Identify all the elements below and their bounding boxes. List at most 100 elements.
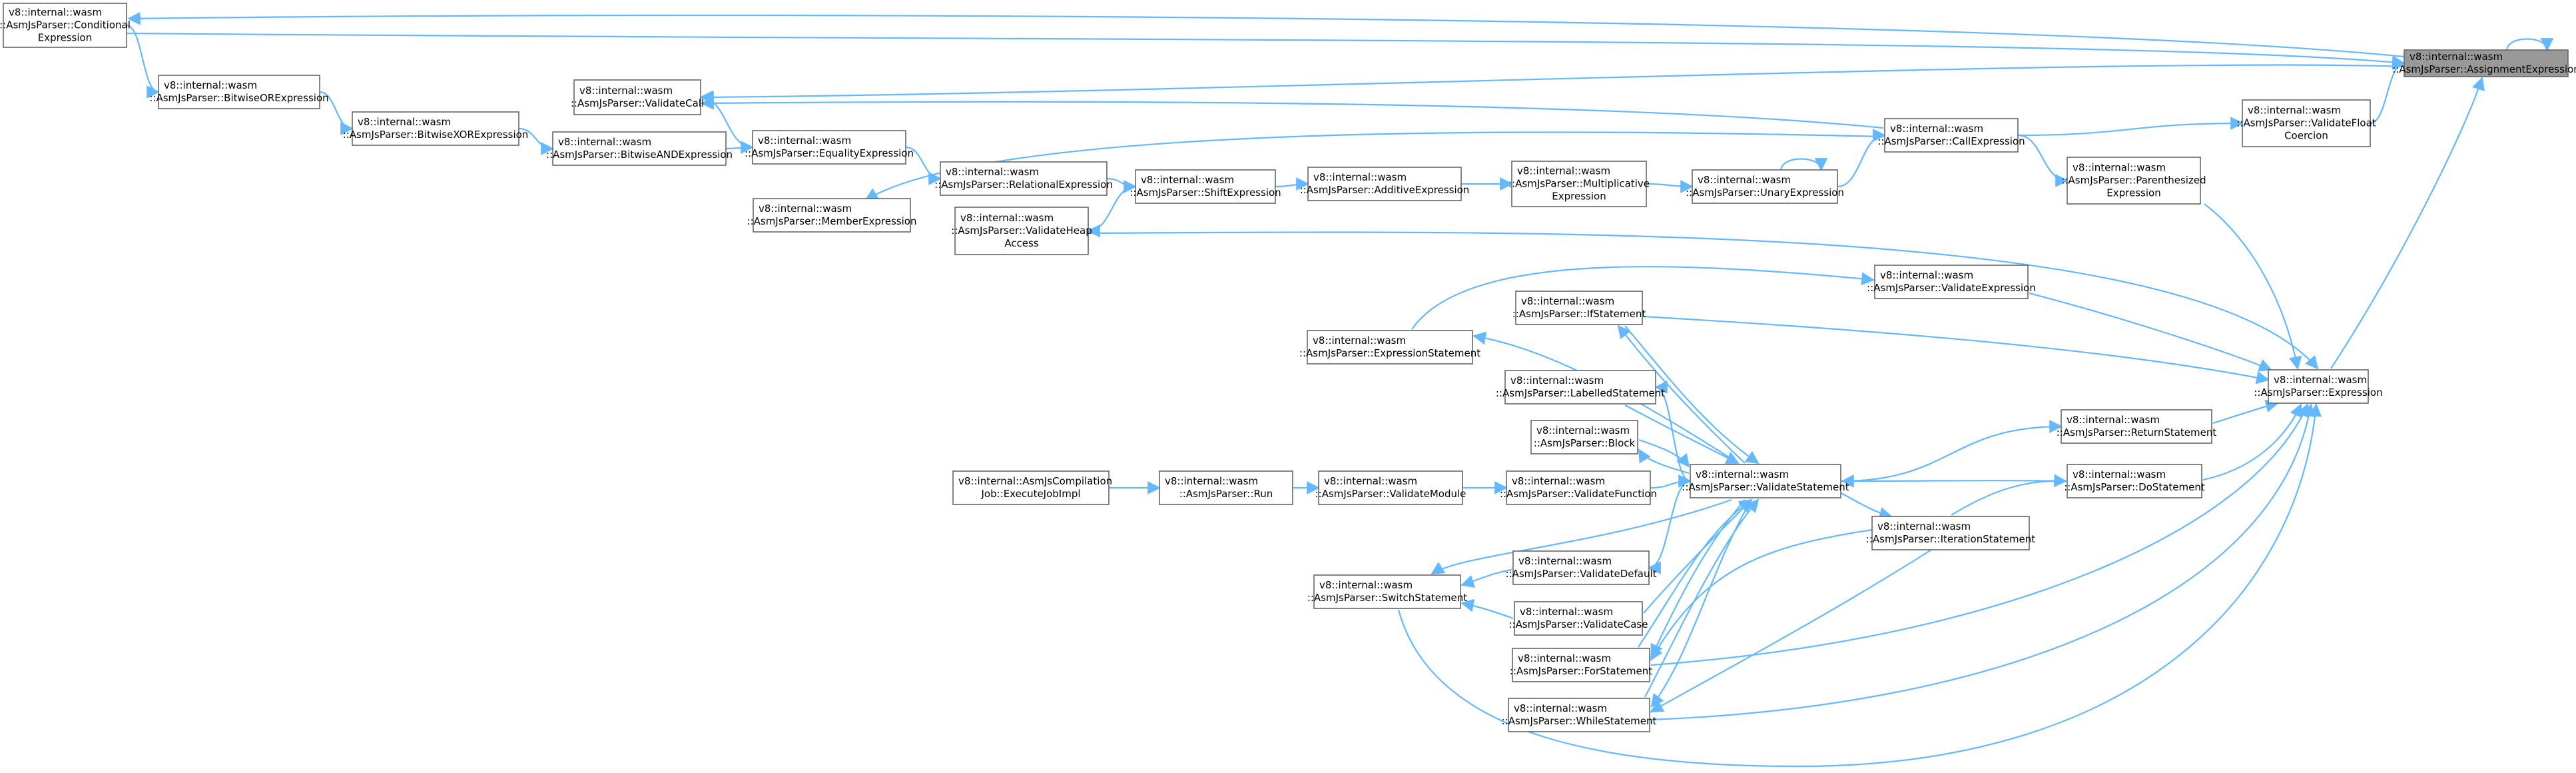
node-label-line: ::AsmJsParser::BitwiseANDExpression [546, 149, 733, 161]
graph-node-n2[interactable]: v8::internal::wasm::AsmJsParser::Bitwise… [149, 75, 329, 109]
node-box [1159, 470, 1293, 505]
node-label-line: v8::internal::wasm [1877, 520, 1971, 532]
edge-n30-to-n35 [1650, 549, 1932, 712]
graph-node-n1[interactable]: v8::internal::wasm::AsmJsParser::Conditi… [0, 3, 131, 48]
edge-n3-to-n4 [518, 127, 554, 155]
node-box [1514, 601, 1643, 636]
graph-node-n29[interactable]: v8::internal::wasm::AsmJsParser::DoState… [2064, 464, 2205, 498]
graph-node-n35[interactable]: v8::internal::wasm::AsmJsParser::WhileSt… [1502, 698, 1657, 732]
graph-node-n33[interactable]: v8::internal::wasm::AsmJsParser::Validat… [1509, 601, 1648, 636]
edge-n34-to-n21 [1650, 403, 2309, 666]
graph-node-n14[interactable]: v8::internal::wasm::AsmJsParser::CallExp… [1877, 118, 2025, 153]
node-box [1692, 169, 1838, 204]
graph-node-n18[interactable]: v8::internal::wasm::AsmJsParser::IfState… [1512, 291, 1646, 325]
edge-n33-to-n28 [1643, 498, 1753, 614]
node-label-line: ::AsmJsParser::DoStatement [2064, 481, 2205, 493]
node-box [1504, 370, 1656, 404]
graph-node-n31[interactable]: v8::internal::wasm::AsmJsParser::Validat… [1505, 550, 1657, 585]
node-label-line: ::AsmJsParser::ValidateCase [1509, 618, 1648, 630]
edge-n14-to-n15 [2017, 117, 2244, 137]
node-label-line: ::AsmJsParser::ValidateStatement [1682, 481, 1849, 493]
node-box [552, 131, 727, 166]
graph-node-n26[interactable]: v8::internal::wasm::AsmJsParser::Validat… [1315, 470, 1466, 505]
node-label-line: ::AsmJsParser::RelationalExpression [934, 179, 1113, 191]
node-box [1318, 470, 1463, 505]
graph-node-n8[interactable]: v8::internal::wasm::AsmJsParser::MemberE… [747, 198, 917, 233]
node-box [1135, 169, 1276, 204]
edge-n29-to-n21 [2202, 403, 2302, 481]
node-label-line: ::AsmJsParser::EqualityExpression [745, 147, 914, 159]
node-label-line: v8::internal::wasm [9, 7, 102, 19]
node-label-line: v8::internal::wasm [1313, 335, 1406, 347]
node-label-line: ::AsmJsParser::IfStatement [1512, 308, 1646, 320]
graph-node-n11[interactable]: v8::internal::wasm::AsmJsParser::Additiv… [1300, 167, 1470, 201]
graph-node-n27[interactable]: v8::internal::wasm::AsmJsParser::Validat… [1500, 470, 1657, 505]
node-label-line: v8::internal::wasm [1880, 269, 1973, 281]
node-label-line: ::AsmJsParser::Parenthesized [2061, 175, 2206, 187]
graph-node-n28[interactable]: v8::internal::wasm::AsmJsParser::Validat… [1682, 464, 1849, 498]
edge-n2-to-n3 [319, 91, 354, 135]
node-label-line: v8::internal::wasm [2274, 374, 2367, 386]
edge-n27-to-n28 [1650, 474, 1692, 489]
graph-node-n34[interactable]: v8::internal::wasm::AsmJsParser::ForStat… [1510, 648, 1652, 682]
node-box [2067, 157, 2201, 205]
edge-n13-to-n13 [1780, 158, 1828, 171]
node-box [1884, 118, 2019, 153]
graph-node-n10[interactable]: v8::internal::wasm::AsmJsParser::ShiftEx… [1129, 169, 1281, 204]
graph-node-n30[interactable]: v8::internal::wasm::AsmJsParser::Iterati… [1866, 516, 2035, 550]
node-box [954, 207, 1089, 255]
graph-node-n20[interactable]: v8::internal::wasm::AsmJsParser::Labelle… [1496, 370, 1665, 404]
graph-node-n32[interactable]: v8::internal::wasm::AsmJsParser::SwitchS… [1307, 574, 1467, 609]
graph-node-n25[interactable]: v8::internal::wasm::AsmJsParser::Run [1159, 470, 1293, 505]
node-box [1307, 330, 1473, 365]
edge-n10-to-n9 [1087, 185, 1136, 238]
node-label-line: ::AsmJsParser::ShiftExpression [1129, 187, 1281, 199]
graph-node-n3[interactable]: v8::internal::wasm::AsmJsParser::Bitwise… [343, 111, 529, 146]
edge-n5-to-n0 [701, 64, 2405, 104]
node-label-line: ::AsmJsParser::WhileStatement [1502, 715, 1657, 727]
edge-n0-to-n0 [2506, 38, 2554, 51]
node-label-line: v8::internal::wasm [1520, 606, 1613, 618]
node-label-line: v8::internal::wasm [1521, 295, 1614, 307]
graph-node-n7[interactable]: v8::internal::wasm::AsmJsParser::Relatio… [934, 161, 1113, 196]
node-label-line: v8::internal::wasm [1141, 174, 1234, 186]
edge-n28-to-n32 [1431, 498, 1732, 575]
graph-node-n15[interactable]: v8::internal::wasm::AsmJsParser::Validat… [2236, 99, 2376, 147]
graph-node-n9[interactable]: v8::internal::wasm::AsmJsParser::Validat… [951, 207, 1092, 255]
node-label-line: Expression [38, 32, 92, 44]
node-label-line: v8::internal::wasm [558, 136, 651, 148]
graph-node-n13[interactable]: v8::internal::wasm::AsmJsParser::UnaryEx… [1686, 169, 1844, 204]
graph-node-n0[interactable]: v8::internal::wasm::AsmJsParser::Assignm… [2392, 49, 2576, 77]
graph-node-n24[interactable]: v8::internal::AsmJsCompilationJob::Execu… [952, 470, 1112, 505]
node-label-line: ::AsmJsParser::ValidateFunction [1500, 488, 1657, 500]
graph-node-n5[interactable]: v8::internal::wasm::AsmJsParser::Validat… [571, 79, 704, 115]
node-box [2404, 49, 2569, 77]
edge-n14-to-n16 [2017, 134, 2069, 187]
graph-node-n12[interactable]: v8::internal::wasm::AsmJsParser::Multipl… [1508, 161, 1650, 207]
graph-node-n4[interactable]: v8::internal::wasm::AsmJsParser::Bitwise… [546, 131, 733, 166]
graph-node-n16[interactable]: v8::internal::wasm::AsmJsParser::Parenth… [2061, 157, 2206, 205]
node-label-line: ::AsmJsParser::BitwiseORExpression [149, 92, 328, 104]
node-box [1530, 420, 1638, 454]
node-box [1512, 648, 1650, 682]
edge-n28-to-n30 [1841, 492, 1893, 520]
node-label-line: v8::internal::wasm [1510, 375, 1604, 386]
node-box [158, 75, 320, 109]
node-label-line: Access [1004, 237, 1039, 249]
node-label-line: ::AsmJsParser::ExpressionStatement [1299, 347, 1480, 359]
node-label-line: v8::internal::wasm [1324, 475, 1417, 487]
graph-node-n21[interactable]: v8::internal::wasm::AsmJsParser::Express… [2254, 369, 2383, 404]
graph-node-n22[interactable]: v8::internal::wasm::AsmJsParser::Block [1530, 420, 1638, 454]
node-label-line: ::AsmJsParser::CallExpression [1877, 135, 2025, 147]
graph-node-n17[interactable]: v8::internal::wasm::AsmJsParser::Validat… [1867, 265, 2036, 299]
graph-node-n6[interactable]: v8::internal::wasm::AsmJsParser::Equalit… [745, 130, 914, 165]
node-box [1307, 167, 1462, 201]
edge-n0-to-n1 [127, 11, 2405, 58]
node-label-line: v8::internal::wasm [946, 166, 1039, 178]
node-label-line: ::AsmJsParser::AdditiveExpression [1300, 184, 1470, 196]
graph-node-n19[interactable]: v8::internal::wasm::AsmJsParser::Express… [1299, 330, 1480, 365]
edge-n28-to-n23 [1840, 420, 2063, 482]
node-label-line: ::AsmJsParser::ValidateModule [1315, 488, 1466, 500]
graph-node-n23[interactable]: v8::internal::wasm::AsmJsParser::ReturnS… [2057, 409, 2217, 444]
edge-n30-to-n34 [1650, 528, 1873, 661]
